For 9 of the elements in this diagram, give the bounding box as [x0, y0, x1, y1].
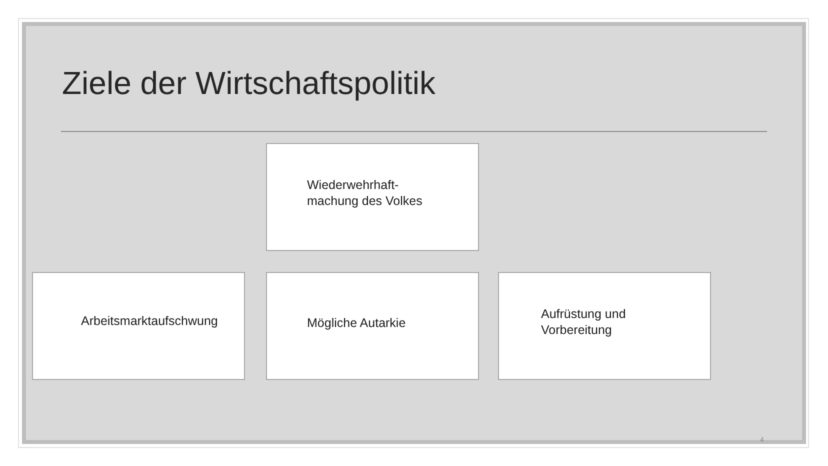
card-text: Aufrüstung und Vorbereitung	[541, 306, 627, 338]
card-text: Arbeitsmarktaufschwung	[81, 313, 219, 329]
text-card	[32, 272, 245, 380]
slide-title: Ziele der Wirtschaftspolitik	[62, 64, 436, 102]
text-card	[266, 143, 479, 251]
card-text: Mögliche Autarkie	[307, 315, 407, 331]
text-card	[266, 272, 479, 380]
card-text: Wiederwehrhaft- machung des Volkes	[307, 177, 424, 209]
text-card	[498, 272, 711, 380]
